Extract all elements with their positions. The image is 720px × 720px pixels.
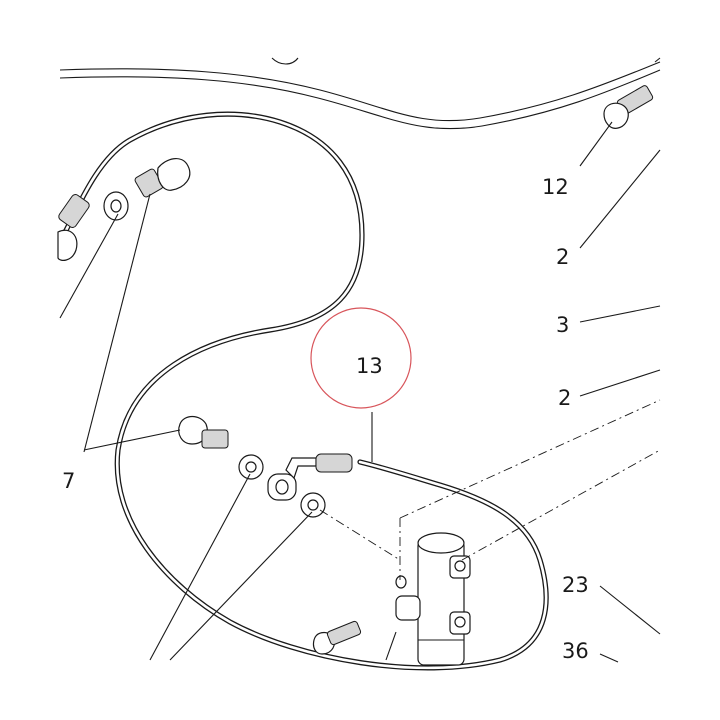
hose-banjo-fitting <box>267 453 353 501</box>
leader-lines <box>59 121 661 663</box>
callout-3: 3 <box>556 313 569 337</box>
callout-2-lower: 2 <box>558 386 571 410</box>
callout-12: 12 <box>542 175 569 199</box>
upper-sealing-washer <box>103 191 129 221</box>
lower-sealing-washer-b <box>300 492 326 518</box>
brake-caliper-body <box>385 532 471 666</box>
callout-36: 36 <box>562 639 589 663</box>
assembly-centerlines <box>319 399 661 580</box>
part-12-bolt <box>603 85 654 129</box>
highlight-circle <box>310 307 412 409</box>
lower-sealing-washer-a <box>238 454 264 480</box>
caliper-mounting-bolt <box>312 620 362 655</box>
frame-outline <box>59 57 661 130</box>
callout-23: 23 <box>562 573 589 597</box>
callout-7: 7 <box>62 469 75 493</box>
callout-13: 13 <box>356 354 383 378</box>
upper-banjo-bolt <box>134 158 191 198</box>
upper-left-hose-fitting <box>57 194 90 261</box>
brake-hose <box>59 111 549 671</box>
lower-banjo-bolt <box>178 415 229 449</box>
callout-2-upper: 2 <box>556 245 569 269</box>
